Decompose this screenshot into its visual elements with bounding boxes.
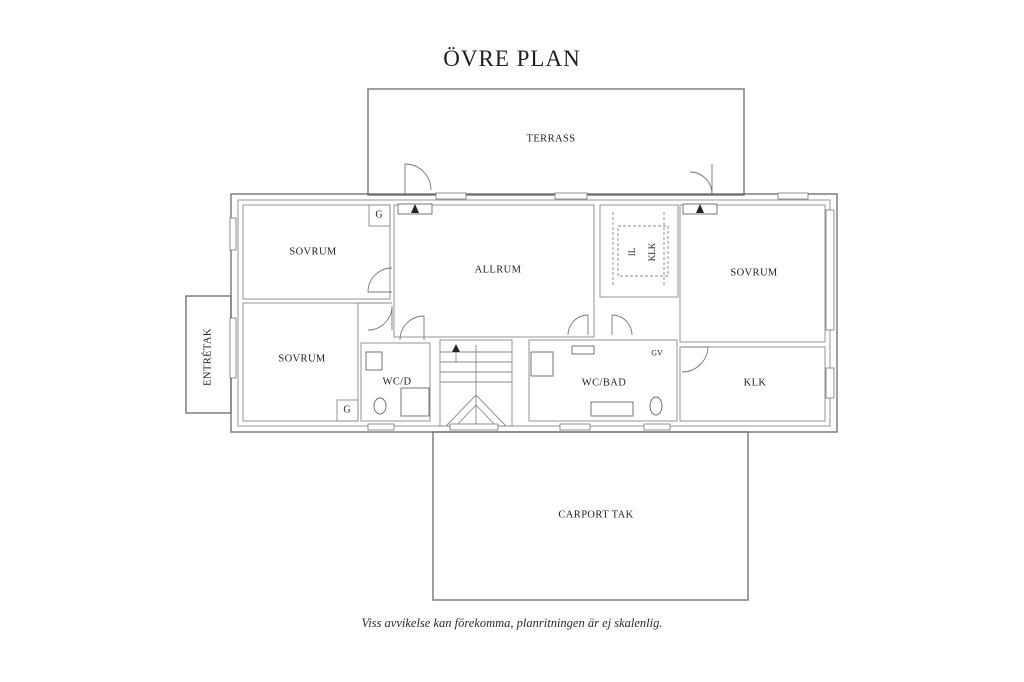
sovrum-bottom-left-walls bbox=[242, 302, 359, 422]
page-title: ÖVRE PLAN bbox=[443, 46, 581, 71]
closet-marker-g-bottom: G bbox=[343, 404, 351, 416]
room-label-wc-bad: WC/BAD bbox=[581, 377, 627, 389]
room-label-carport-tak: CARPORT TAK bbox=[558, 509, 634, 521]
room-label-entretak: ENTRÉTAK bbox=[202, 328, 214, 386]
room-label-allrum: ALLRUM bbox=[474, 264, 522, 276]
wc-bad-walls bbox=[528, 339, 678, 422]
marker-gv: GV bbox=[651, 348, 663, 358]
room-label-klk: KLK bbox=[743, 377, 767, 389]
wc-d-walls bbox=[360, 342, 431, 422]
sovrum-top-left-walls bbox=[242, 204, 391, 300]
sovrum-right-walls bbox=[679, 204, 826, 343]
klk-walls bbox=[679, 346, 826, 422]
outer-walls bbox=[230, 193, 838, 433]
room-label-sovrum-top-left: SOVRUM bbox=[289, 246, 337, 258]
marker-klk-closet: KLK bbox=[647, 242, 657, 262]
disclaimer-text: Viss avvikelse kan förekomma, planritnin… bbox=[361, 616, 663, 630]
marker-il: IL bbox=[627, 247, 637, 257]
allrum-walls bbox=[393, 204, 595, 338]
closet-il-klk bbox=[599, 204, 679, 298]
closet-g-bottom bbox=[336, 399, 359, 422]
room-label-wc-d: WC/D bbox=[382, 376, 412, 388]
room-label-sovrum-bottom-left: SOVRUM bbox=[278, 353, 326, 365]
closet-g-top bbox=[368, 204, 391, 227]
closet-marker-g-top: G bbox=[375, 209, 383, 221]
room-label-terrass: TERRASS bbox=[526, 133, 576, 145]
inner-outline bbox=[237, 199, 831, 427]
room-label-sovrum-right: SOVRUM bbox=[730, 267, 778, 279]
